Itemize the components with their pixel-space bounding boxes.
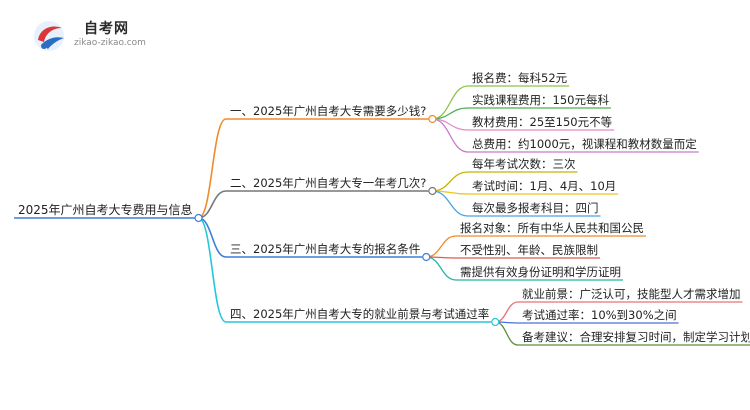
leaf-connector-3-3 bbox=[426, 256, 457, 281]
condition-item-documents[interactable]: 需提供有效身份证明和学历证明 bbox=[460, 265, 621, 279]
site-logo[interactable]: 自考网 zikao-zikao.com bbox=[30, 14, 150, 54]
exam-item-max-subjects[interactable]: 每次最多报考科目：四门 bbox=[472, 201, 599, 215]
cost-item-textbook[interactable]: 教材费用：25至150元不等 bbox=[472, 115, 613, 129]
leaf-connector-1-4 bbox=[432, 118, 469, 153]
branch-junction-4 bbox=[491, 317, 500, 327]
leaf-connector-2-3 bbox=[432, 190, 469, 217]
logo-mark-icon bbox=[34, 21, 64, 51]
leaf-connector-4-3 bbox=[495, 321, 519, 346]
branch-connector-1 bbox=[198, 118, 227, 219]
exam-item-count[interactable]: 每年考试次数：三次 bbox=[472, 157, 576, 171]
logo-url: zikao-zikao.com bbox=[74, 38, 146, 48]
branch-cost[interactable]: 一、2025年广州自考大专需要多少钱? bbox=[230, 104, 427, 118]
cost-item-practice[interactable]: 实践课程费用：150元每科 bbox=[472, 93, 609, 107]
root-junction bbox=[194, 213, 203, 223]
leaf-connector-2-1 bbox=[432, 171, 469, 192]
leaf-connector-4-1 bbox=[495, 301, 519, 323]
branch-connector-3 bbox=[198, 217, 227, 258]
branch-registration-conditions[interactable]: 三、2025年广州自考大专的报名条件 bbox=[230, 242, 421, 256]
branch-junction-3 bbox=[422, 252, 431, 262]
cost-item-total[interactable]: 总费用：约1000元，视课程和教材数量而定 bbox=[472, 137, 697, 151]
outlook-item-pass-rate[interactable]: 考试通过率：10%到30%之间 bbox=[522, 308, 677, 322]
condition-item-eligible[interactable]: 报名对象：所有中华人民共和国公民 bbox=[460, 221, 644, 235]
logo-name: 自考网 bbox=[84, 21, 129, 37]
outlook-item-advice[interactable]: 备考建议：合理安排复习时间，制定学习计划 bbox=[522, 330, 750, 344]
branch-junction-1 bbox=[428, 114, 437, 124]
branch-junction-2 bbox=[428, 186, 437, 196]
branch-exam-frequency[interactable]: 二、2025年广州自考大专一年考几次? bbox=[230, 176, 427, 190]
root-node[interactable]: 2025年广州自考大专费用与信息 bbox=[18, 203, 193, 217]
cost-item-registration[interactable]: 报名费：每科52元 bbox=[472, 71, 568, 85]
leaf-connector-3-1 bbox=[426, 235, 457, 258]
leaf-connector-1-1 bbox=[432, 85, 469, 120]
branch-employment-pass-rate[interactable]: 四、2025年广州自考大专的就业前景与考试通过率 bbox=[230, 307, 490, 321]
branch-connector-4 bbox=[198, 217, 227, 323]
outlook-item-employment[interactable]: 就业前景：广泛认可，技能型人才需求增加 bbox=[522, 287, 741, 301]
exam-item-time[interactable]: 考试时间：1月、4月、10月 bbox=[472, 179, 617, 193]
condition-item-no-restriction[interactable]: 不受性别、年龄、民族限制 bbox=[460, 243, 598, 257]
